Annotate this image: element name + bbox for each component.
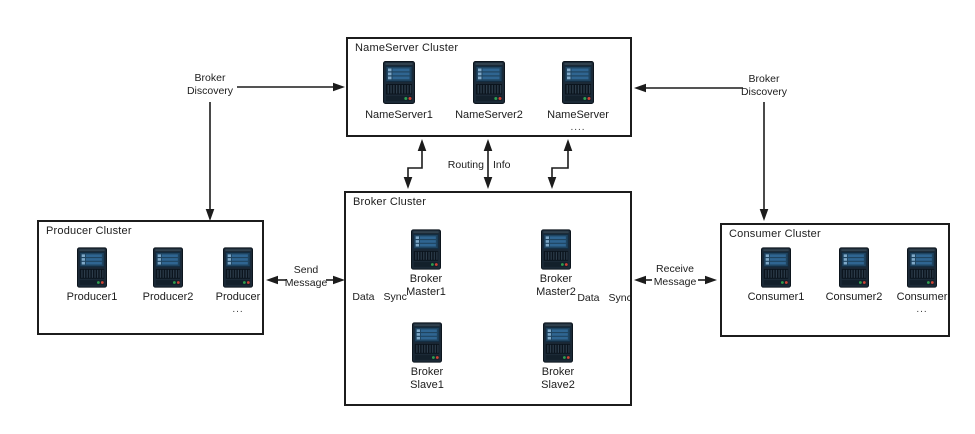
label-receive-message: Receive Message (653, 263, 697, 288)
ellipsis: ... (916, 304, 928, 315)
node-label: NameServer1 (365, 109, 433, 121)
node-nameserver1: NameServer1 (349, 61, 449, 122)
node-label: NameServer2 (455, 109, 523, 121)
server-icon (153, 247, 183, 288)
server-icon (412, 322, 442, 363)
label-data-sync-left-word1: Data (352, 291, 375, 303)
server-icon (223, 247, 253, 288)
connector-send-message (266, 275, 345, 285)
label-routing-info-right: Info (493, 159, 511, 171)
node-label: Producer (215, 291, 261, 303)
node-label: Broker Master1 (406, 273, 446, 298)
node-broker-master2: Broker Master2 (506, 229, 606, 299)
server-icon (761, 247, 791, 288)
node-broker-slave1: Broker Slave1 (377, 322, 477, 392)
label-broker-discovery-right: Broker Discovery (740, 73, 788, 98)
server-icon (907, 247, 937, 288)
ellipsis: ... (232, 304, 244, 315)
node-consumer-n: Consumer ... (872, 247, 972, 315)
node-nameserver2: NameServer2 (439, 61, 539, 122)
connector-nameserver-broker-right (547, 139, 573, 189)
node-broker-master1: Broker Master1 (376, 229, 476, 299)
server-icon (839, 247, 869, 288)
server-icon (411, 229, 441, 270)
connector-nameserver-broker-left (403, 139, 427, 189)
server-icon (541, 229, 571, 270)
node-consumer1: Consumer1 (726, 247, 826, 304)
server-icon (77, 247, 107, 288)
nameserver-cluster-title: NameServer Cluster (355, 42, 459, 54)
server-icon (543, 322, 573, 363)
node-label: Producer2 (142, 291, 194, 303)
node-nameserver-n: NameServer .... (528, 61, 628, 133)
server-icon (470, 61, 508, 104)
ellipsis: .... (570, 122, 586, 133)
node-label: Broker Slave2 (541, 366, 575, 391)
node-label: Consumer1 (747, 291, 805, 303)
connector-routing-info (483, 139, 493, 189)
label-data-sync-left-word2: Sync (383, 291, 407, 303)
node-producer-n: Producer ... (188, 247, 288, 315)
connector-broker-discovery-right (634, 83, 769, 221)
server-icon (559, 61, 597, 104)
node-label: NameServer (547, 109, 609, 121)
node-producer1: Producer1 (42, 247, 142, 304)
node-consumer2: Consumer2 (804, 247, 904, 304)
node-label: Producer1 (66, 291, 118, 303)
consumer-cluster-title: Consumer Cluster (729, 228, 821, 240)
server-icon (380, 61, 418, 104)
node-broker-slave2: Broker Slave2 (508, 322, 608, 392)
node-label: Broker Slave1 (410, 366, 444, 391)
node-producer2: Producer2 (118, 247, 218, 304)
node-label: Broker Master2 (536, 273, 576, 298)
node-label: Consumer (896, 291, 948, 303)
broker-cluster-box: Broker Cluster (344, 191, 632, 406)
connector-broker-discovery-left (205, 82, 345, 221)
label-data-sync-right-word1: Data (577, 292, 600, 304)
label-data-sync-right-word2: Sync (608, 292, 632, 304)
connector-receive-message (634, 275, 717, 285)
label-routing-info-left: Routing (447, 159, 484, 171)
producer-cluster-title: Producer Cluster (46, 225, 132, 237)
node-label: Consumer2 (825, 291, 883, 303)
broker-cluster-title: Broker Cluster (353, 196, 427, 208)
label-send-message: Send Message (284, 264, 328, 289)
label-broker-discovery-left: Broker Discovery (186, 72, 234, 97)
